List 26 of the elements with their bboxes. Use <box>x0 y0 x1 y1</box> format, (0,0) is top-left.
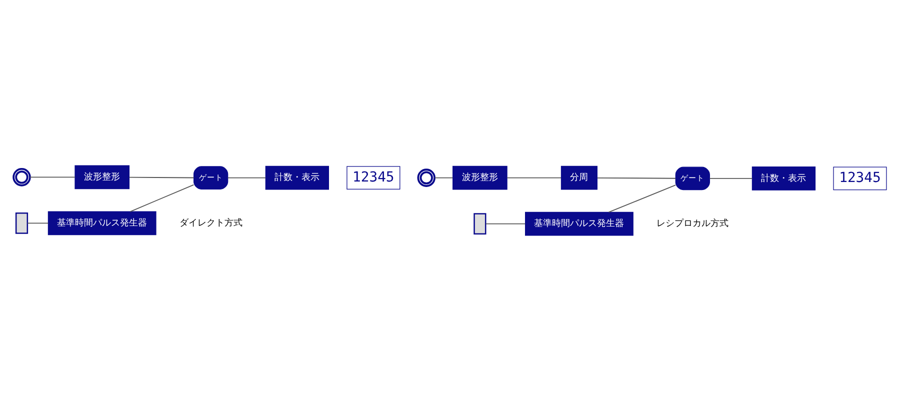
connector <box>130 184 194 212</box>
connector <box>506 176 562 178</box>
label: レシプロカル方式 <box>656 218 729 229</box>
node-circle <box>417 168 436 186</box>
connector <box>709 177 753 178</box>
node-box <box>474 212 486 234</box>
connector <box>27 222 49 224</box>
node-box: 波形整形 <box>74 164 130 189</box>
node-box: 12345 <box>346 166 400 189</box>
node-box <box>15 212 28 234</box>
node-box: 基準時間パルス発生器 <box>525 211 634 236</box>
node-circle <box>12 168 31 186</box>
node-box: 計数・表示 <box>752 166 816 190</box>
node-box: 計数・表示 <box>265 165 329 190</box>
label: ダイレクト方式 <box>179 218 242 228</box>
connector <box>29 176 76 178</box>
connector <box>434 176 454 178</box>
connector <box>596 176 676 178</box>
connector <box>608 184 676 212</box>
node-box: 分周 <box>560 165 598 190</box>
node-box: 波形整形 <box>452 165 508 190</box>
node-box: 基準時間パルス発生器 <box>48 210 156 235</box>
node-box: 12345 <box>833 166 887 190</box>
connector <box>485 222 526 224</box>
connector <box>128 176 194 178</box>
connector <box>227 176 266 178</box>
